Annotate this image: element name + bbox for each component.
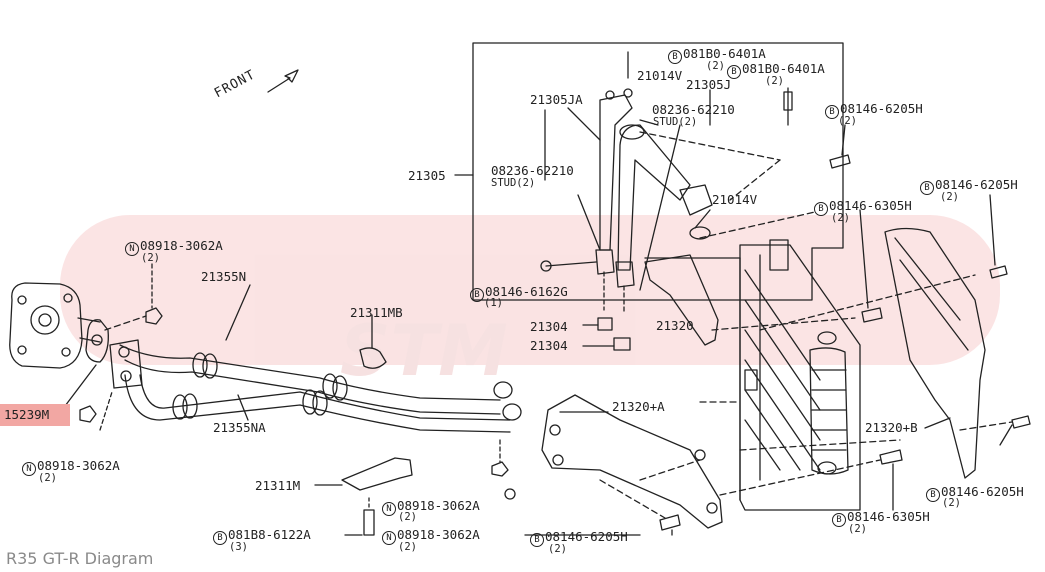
label-21311mb: 21311MB — [350, 305, 403, 320]
label-08236-62210-b: 08236-62210 — [491, 163, 574, 178]
bolt-081b8 — [363, 509, 375, 536]
stud-a: STUD(2) — [653, 116, 698, 128]
qty-2: (2) — [765, 75, 784, 87]
pipe-assembly-21305 — [595, 88, 713, 288]
qty-k: (2) — [848, 523, 867, 535]
qty-l: (2) — [942, 497, 961, 509]
label-21305: 21305 — [408, 168, 446, 183]
shroud-21320b — [884, 227, 986, 479]
label-21355na: 21355NA — [213, 420, 266, 435]
front-arrow-icon — [267, 69, 299, 93]
qty-top1: (2) — [706, 60, 725, 72]
label-21014v-top: 21014V — [637, 68, 683, 83]
nut-lower — [79, 405, 97, 423]
diagram-caption: R35 GT-R Diagram — [6, 549, 154, 568]
clamp-21311mb — [359, 347, 387, 369]
label-08236-62210-a: 08236-62210 — [652, 102, 735, 117]
nut-upper — [145, 307, 163, 325]
qty-g: (2) — [398, 511, 417, 523]
qty-a: (2) — [838, 115, 857, 127]
label-21311m: 21311M — [255, 478, 301, 493]
bracket-21320a — [541, 394, 723, 529]
pump-housing — [9, 282, 101, 369]
label-21305ja: 21305JA — [530, 92, 583, 107]
nut-bottom — [491, 461, 509, 477]
bracket-21320 — [644, 254, 719, 346]
label-21320b: 21320+B — [865, 420, 918, 435]
label-21305j: 21305J — [686, 77, 732, 92]
label-21320: 21320 — [656, 318, 694, 333]
qty-b: (2) — [940, 191, 959, 203]
clamp-21311m — [341, 457, 413, 491]
watermark-text: STM — [340, 310, 508, 392]
label-21355n: 21355N — [201, 269, 247, 284]
qty-d: (2) — [141, 252, 160, 264]
qty-f: (2) — [38, 472, 57, 484]
qty-j: (2) — [548, 543, 567, 555]
alignment-lines — [104, 131, 1013, 519]
label-21304-b: 21304 — [530, 338, 568, 353]
qty-h: (3) — [229, 541, 248, 553]
label-21304-a: 21304 — [530, 319, 568, 334]
label-21014v-mid: 21014V — [712, 192, 758, 207]
hose-21355na — [124, 374, 511, 433]
stud-b: STUD(2) — [491, 177, 536, 189]
watermark: STM — [60, 215, 1000, 392]
label-21320a: 21320+A — [612, 399, 665, 414]
highlighted-part-15239m[interactable]: 15239M — [0, 404, 70, 426]
qty-i: (2) — [398, 541, 417, 553]
gasket-15239m — [85, 319, 109, 363]
qty-e: (1) — [484, 297, 503, 309]
qty-c: (2) — [831, 212, 850, 224]
